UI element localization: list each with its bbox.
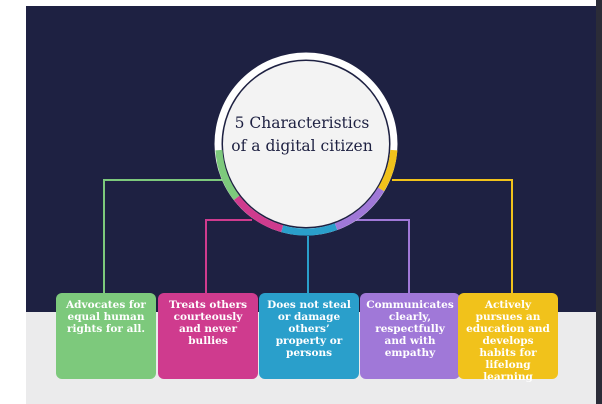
window-edge-strip [596,0,602,404]
arc-green [215,149,240,201]
card-does-not-steal: Does not steal or damage others’ propert… [259,293,359,379]
card-treats-others-text: Treats others courteously and never bull… [168,299,248,347]
card-actively-pursues-text: Actively pursues an education and develo… [466,299,550,383]
card-communicates: Communicates clearly, respectfully and w… [360,293,460,379]
central-circle [223,61,389,227]
card-treats-others: Treats others courteously and never bull… [158,293,258,379]
card-actively-pursues: Actively pursues an education and develo… [458,293,558,383]
arc-yellow [378,149,398,192]
arc-blue [281,223,338,236]
card-does-not-steal-text: Does not steal or damage others’ propert… [267,299,351,359]
title-line-2: of a digital citizen [231,137,373,155]
connector-green [103,179,222,294]
arc-purple [334,187,385,230]
card-advocates-text: Advocates for equal human rights for all… [66,299,146,335]
card-advocates: Advocates for equal human rights for all… [56,293,156,379]
connector-purple [356,219,410,294]
diagram-title: 5 Characteristics of a digital citizen [218,112,386,158]
connector-magenta [205,219,252,294]
title-line-1: 5 Characteristics [234,114,370,132]
connector-yellow [392,179,513,294]
arc-magenta [233,195,284,233]
card-communicates-text: Communicates clearly, respectfully and w… [366,299,454,359]
